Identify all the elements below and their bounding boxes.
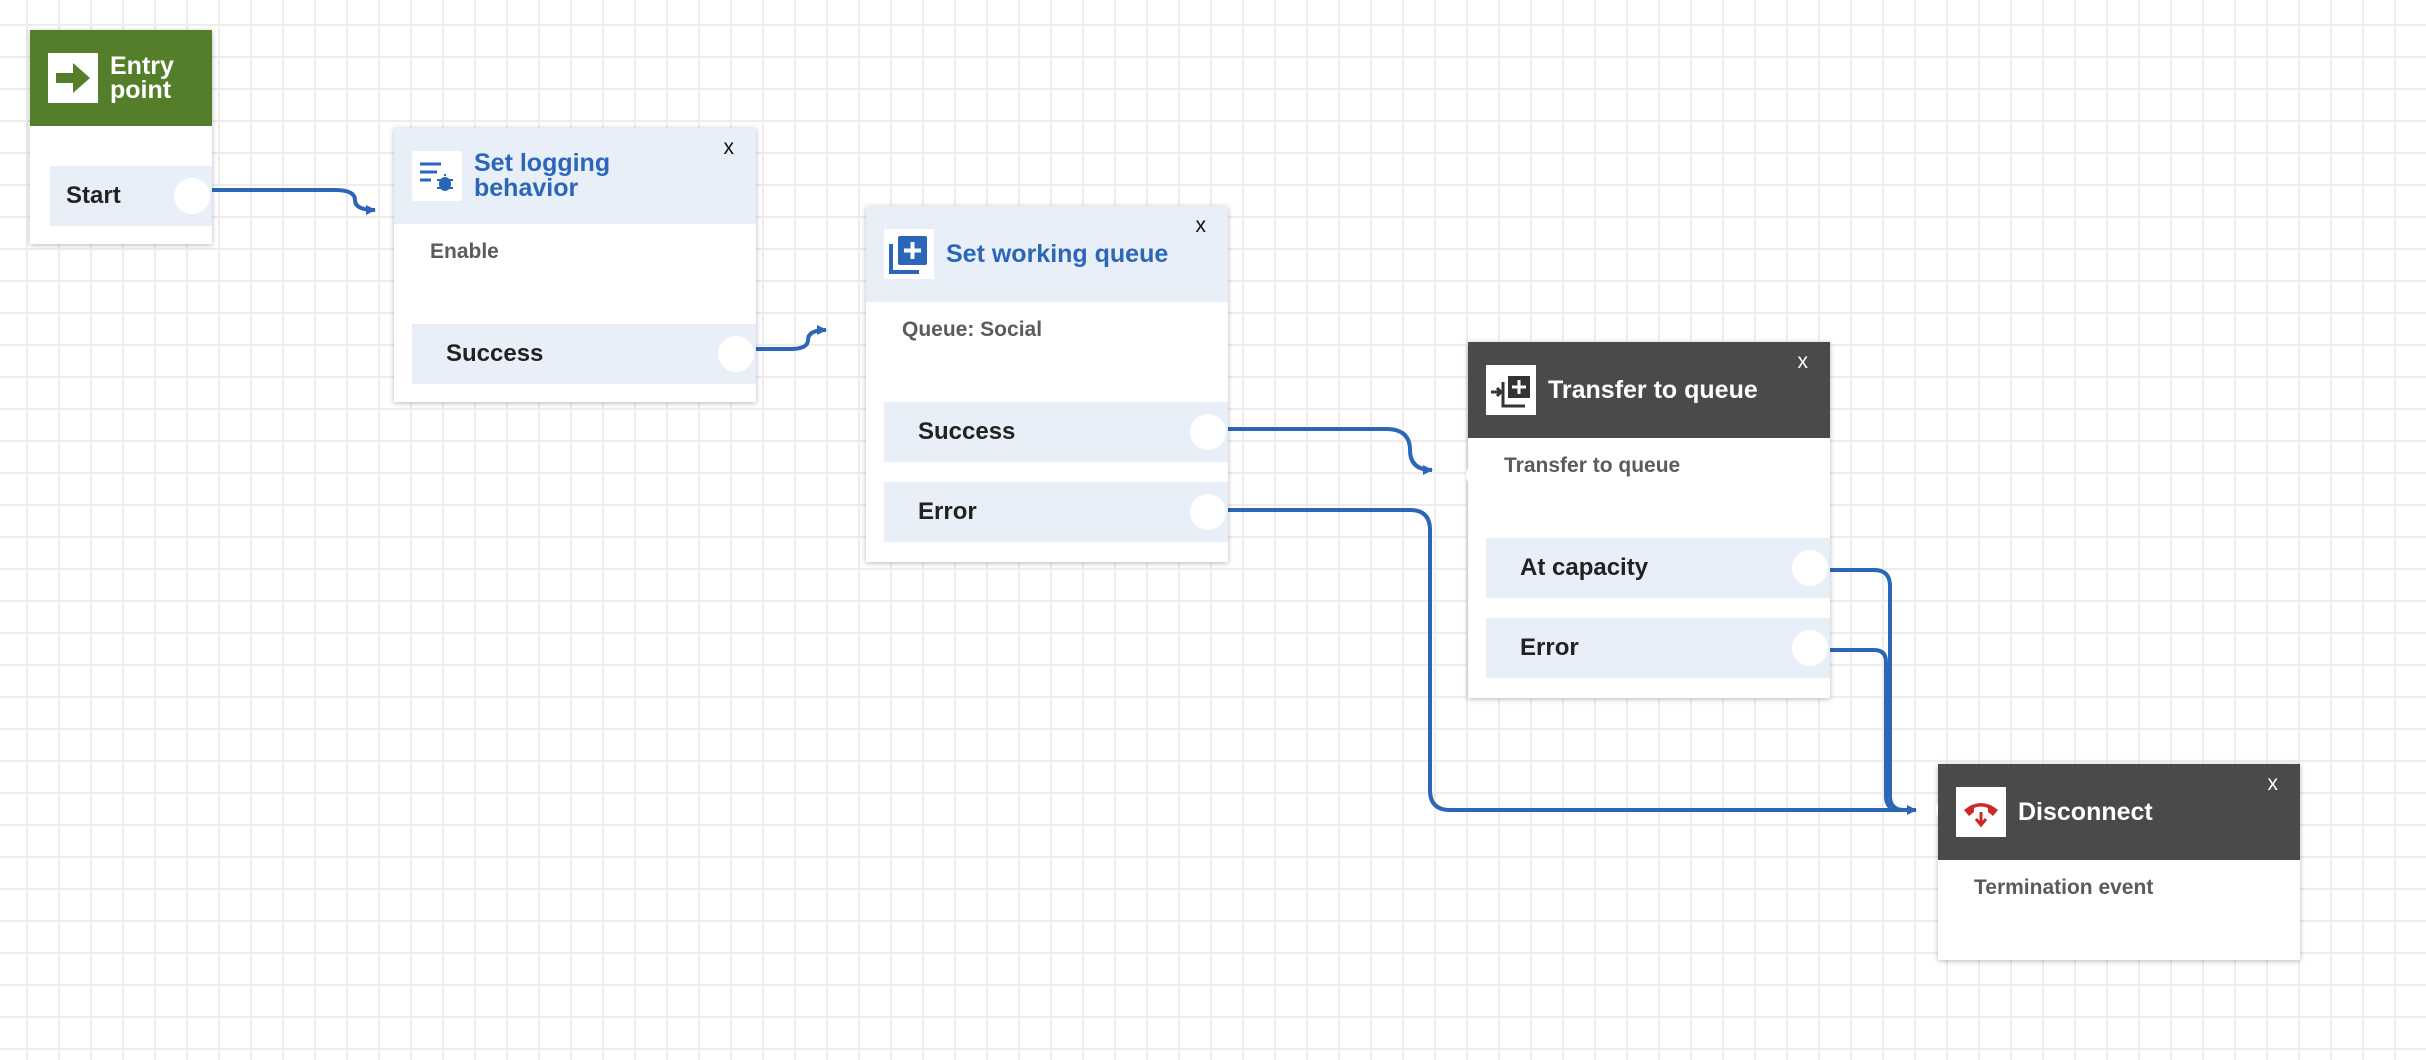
transfer-to-queue-header: Transfer to queue x bbox=[1468, 342, 1830, 438]
transfer-to-queue-input-port[interactable] bbox=[1466, 462, 1492, 488]
transfer-error-branch[interactable]: Error bbox=[1486, 618, 1830, 678]
connector-queue-error-to-disconnect[interactable] bbox=[1228, 508, 1917, 815]
set-working-queue-title: Set working queue bbox=[946, 239, 1169, 268]
connector-start-to-logging[interactable] bbox=[203, 188, 376, 215]
disconnect-close-button[interactable]: x bbox=[2267, 772, 2279, 795]
transfer-at-capacity-branch[interactable]: At capacity bbox=[1486, 538, 1830, 598]
log-debug-icon bbox=[412, 151, 462, 201]
transfer-to-queue-title: Transfer to queue bbox=[1548, 375, 1758, 404]
transfer-to-queue-description: Transfer to queue bbox=[1504, 454, 1681, 477]
set-logging-behavior-description: Enable bbox=[430, 240, 499, 263]
queue-error-label: Error bbox=[918, 498, 977, 525]
entry-point-block[interactable]: Entry point Start bbox=[30, 30, 212, 244]
set-working-queue-close-button[interactable]: x bbox=[1195, 214, 1207, 237]
disconnect-description: Termination event bbox=[1974, 876, 2154, 899]
connector-transfer-error-to-disconnect[interactable] bbox=[1828, 648, 1916, 812]
start-label: Start bbox=[66, 182, 121, 209]
transfer-queue-icon bbox=[1486, 365, 1536, 415]
queue-error-port[interactable] bbox=[1190, 494, 1226, 530]
logging-success-label: Success bbox=[446, 340, 544, 367]
queue-success-port[interactable] bbox=[1190, 414, 1226, 450]
set-logging-behavior-header: Set logging behavior x bbox=[394, 128, 756, 224]
queue-success-branch[interactable]: Success bbox=[884, 402, 1228, 462]
arrow-right-icon bbox=[48, 53, 98, 103]
entry-point-header: Entry point bbox=[30, 30, 212, 126]
disconnect-block[interactable]: Disconnect x Termination event bbox=[1936, 764, 2300, 960]
set-working-queue-description: Queue: Social bbox=[902, 318, 1043, 341]
connector-capacity-to-disconnect[interactable] bbox=[1828, 568, 1916, 812]
disconnect-header: Disconnect x bbox=[1938, 764, 2300, 860]
transfer-error-label: Error bbox=[1520, 634, 1579, 661]
queue-success-label: Success bbox=[918, 418, 1016, 445]
start-branch[interactable]: Start bbox=[50, 166, 212, 226]
queue-error-branch[interactable]: Error bbox=[884, 482, 1228, 542]
logging-success-branch[interactable]: Success bbox=[412, 324, 756, 384]
entry-point-title: Entry point bbox=[110, 52, 174, 104]
connector-logging-to-queue[interactable] bbox=[750, 325, 827, 351]
transfer-to-queue-close-button[interactable]: x bbox=[1797, 350, 1809, 373]
set-logging-behavior-close-button[interactable]: x bbox=[723, 136, 735, 159]
set-logging-behavior-title: Set logging behavior bbox=[474, 149, 611, 202]
logging-success-port[interactable] bbox=[718, 336, 754, 372]
transfer-error-port[interactable] bbox=[1792, 630, 1828, 666]
queue-add-icon bbox=[884, 229, 934, 279]
set-working-queue-header: Set working queue x bbox=[866, 206, 1228, 302]
set-working-queue-block[interactable]: Set working queue x Queue: Social Succes… bbox=[866, 206, 1228, 562]
transfer-at-capacity-port[interactable] bbox=[1792, 550, 1828, 586]
set-logging-behavior-block[interactable]: Set logging behavior x Enable Success bbox=[394, 128, 756, 402]
transfer-at-capacity-label: At capacity bbox=[1520, 554, 1649, 581]
phone-hangup-icon bbox=[1956, 787, 2006, 837]
start-port[interactable] bbox=[174, 178, 210, 214]
disconnect-title: Disconnect bbox=[2018, 797, 2153, 826]
transfer-to-queue-block[interactable]: Transfer to queue x Transfer to queue At… bbox=[1466, 342, 1830, 698]
connector-queue-success-to-transfer[interactable] bbox=[1222, 427, 1433, 475]
